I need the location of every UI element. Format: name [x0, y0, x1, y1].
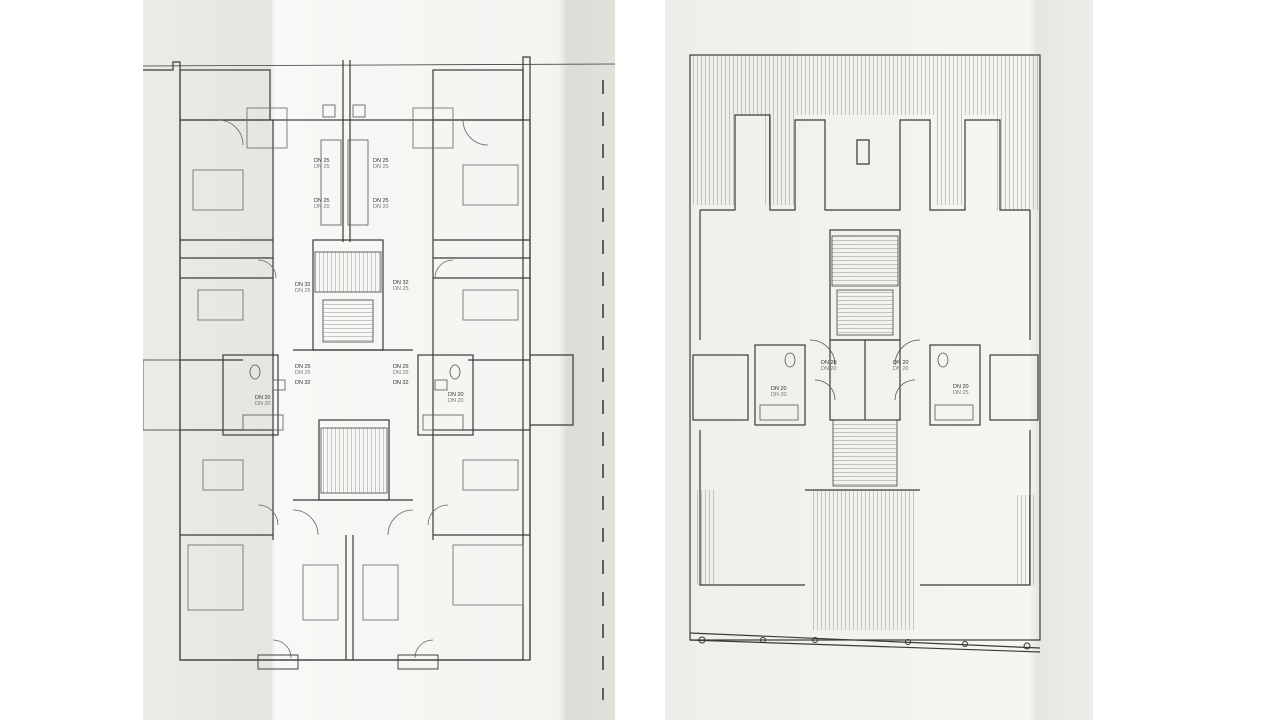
pipe-size: DN 25: [393, 364, 409, 370]
pipe-size: DN 25: [373, 158, 389, 164]
pipe-size-sub: DN 20: [314, 204, 330, 210]
pipe-size-sub: DN 20: [821, 366, 837, 372]
pipe-size: DN 25: [314, 158, 330, 164]
pipe-size: DN 20: [821, 360, 837, 366]
pipe-size-sub: DN 25: [373, 164, 389, 170]
floor-plan-attic-drawing: [665, 0, 1093, 720]
pipe-size-sub: DN 20: [771, 392, 787, 398]
pipe-size-sub: DN 20: [893, 366, 909, 372]
pipe-size-sub: DN 20: [448, 398, 464, 404]
pipe-size: DN 20: [953, 384, 969, 390]
bay-windows: [257, 654, 439, 670]
pipe-size: DN 25: [373, 198, 389, 204]
pipe-size: DN 32: [295, 282, 311, 288]
stair-middle: [322, 299, 374, 343]
pipe-size: DN 20: [771, 386, 787, 392]
roof-hatch-left: [690, 115, 735, 205]
pipe-label: DN 32: [393, 380, 409, 386]
roof-hatch-right: [995, 115, 1040, 210]
furniture: [187, 107, 524, 659]
skylight: [856, 139, 870, 165]
wall-lines: [143, 56, 615, 661]
pipe-size: DN 20: [893, 360, 909, 366]
pipe-size-sub: DN 25: [393, 286, 409, 292]
bathroom-fixtures: [759, 339, 974, 421]
pipe-size-sub: DN 20: [255, 401, 271, 407]
pipe-size: DN 20: [255, 395, 271, 401]
pipe-size-sub: DN 25: [314, 164, 330, 170]
roof-hatch-top: [690, 55, 1040, 115]
roof-hatch-mid-b: [935, 115, 965, 205]
bathroom-fixtures: [242, 104, 464, 431]
pipe-size-sub: DN 25: [295, 288, 311, 294]
pipe-size-sub: DN 25: [393, 370, 409, 376]
pipe-size-sub: DN 20: [373, 204, 389, 210]
floor-plan-ground-drawing: [143, 0, 615, 720]
roof-hatch-side-left: [695, 490, 715, 585]
pipe-size-sub: DN 25: [295, 370, 311, 376]
pipe-size-sub: DN 25: [953, 390, 969, 396]
pipe-label: DN 32: [295, 380, 311, 386]
pipe-size: DN 32: [393, 380, 409, 386]
stair-upper: [314, 251, 382, 293]
stair-middle: [836, 289, 894, 336]
stair-lower: [320, 427, 388, 494]
stair-lower: [832, 419, 898, 487]
pipe-size: DN 25: [295, 364, 311, 370]
downspouts: [698, 636, 1031, 650]
stair-upper: [831, 235, 899, 287]
pipe-size: DN 25: [314, 198, 330, 204]
roof-hatch-bottom: [810, 490, 915, 630]
pipe-size: DN 32: [393, 280, 409, 286]
roof-hatch-side-right: [1015, 495, 1035, 585]
pipe-size: DN 20: [448, 392, 464, 398]
wall-lines: [689, 54, 1041, 653]
pipe-size: DN 32: [295, 380, 311, 386]
